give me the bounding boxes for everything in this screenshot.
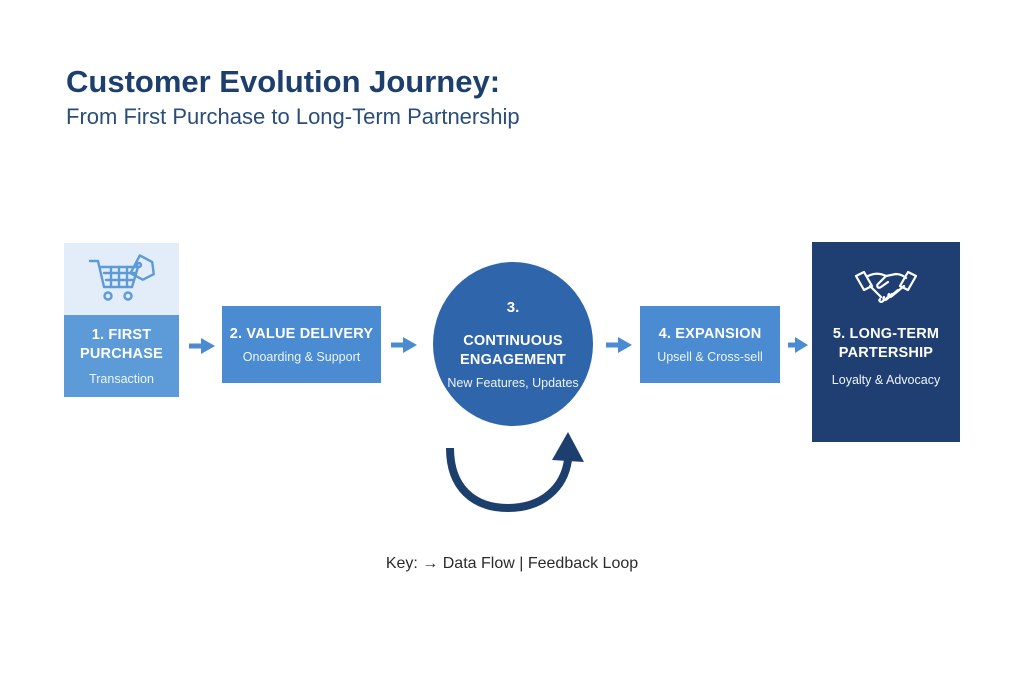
stage-1-subtitle: Transaction [89, 372, 154, 386]
stage-3-continuous-engagement: 3. CONTINUOUS ENGAGEMENT New Features, U… [433, 262, 593, 426]
stage-5-subtitle: Loyalty & Advocacy [831, 373, 941, 387]
stage-5-long-term-partnership: 5. LONG-TERM PARTERSHIP Loyalty & Advoca… [812, 242, 960, 442]
stage-5-title: 5. LONG-TERM PARTERSHIP [832, 326, 940, 361]
stage-3-title: CONTINUOUS ENGAGEMENT [460, 332, 566, 368]
legend-separator: | [519, 555, 524, 572]
stage-2-subtitle: Onoarding & Support [242, 350, 361, 364]
stage-3-subtitle: New Features, Updates [447, 375, 579, 390]
flow-arrow-4 [788, 337, 808, 353]
legend-arrow-symbol: → [422, 555, 439, 572]
diagram-title: Customer Evolution Journey: [66, 64, 501, 99]
flow-arrow-2 [391, 337, 417, 353]
stage-1-first-purchase: 1. FIRST PURCHASE Transaction [64, 315, 179, 397]
legend-key: Key: → Data Flow | Feedback Loop [0, 555, 1024, 573]
stage-1-icon-panel [64, 243, 179, 315]
shopping-cart-icon [88, 254, 155, 301]
stage-4-subtitle: Upsell & Cross-sell [657, 350, 763, 364]
stage-4-title: 4. EXPANSION [658, 326, 762, 342]
flow-arrow-3 [606, 337, 632, 353]
legend-feedback-loop: Feedback Loop [527, 555, 639, 572]
legend-key-label: Key: [385, 555, 418, 572]
flow-arrow-1 [189, 338, 215, 354]
diagram-subtitle: From First Purchase to Long-Term Partner… [66, 104, 520, 129]
feedback-loop-arrow [446, 432, 584, 513]
stage-2-value-delivery: 2. VALUE DELIVERY Onoarding & Support [222, 306, 381, 383]
stage-2-title: 2. VALUE DELIVERY [229, 326, 374, 342]
stage-3-number: 3. [506, 298, 520, 316]
stage-4-expansion: 4. EXPANSION Upsell & Cross-sell [640, 306, 780, 383]
legend-data-flow: Data Flow [442, 555, 515, 572]
handshake-icon [854, 270, 918, 303]
stage-1-title: 1. FIRST PURCHASE [80, 327, 163, 362]
